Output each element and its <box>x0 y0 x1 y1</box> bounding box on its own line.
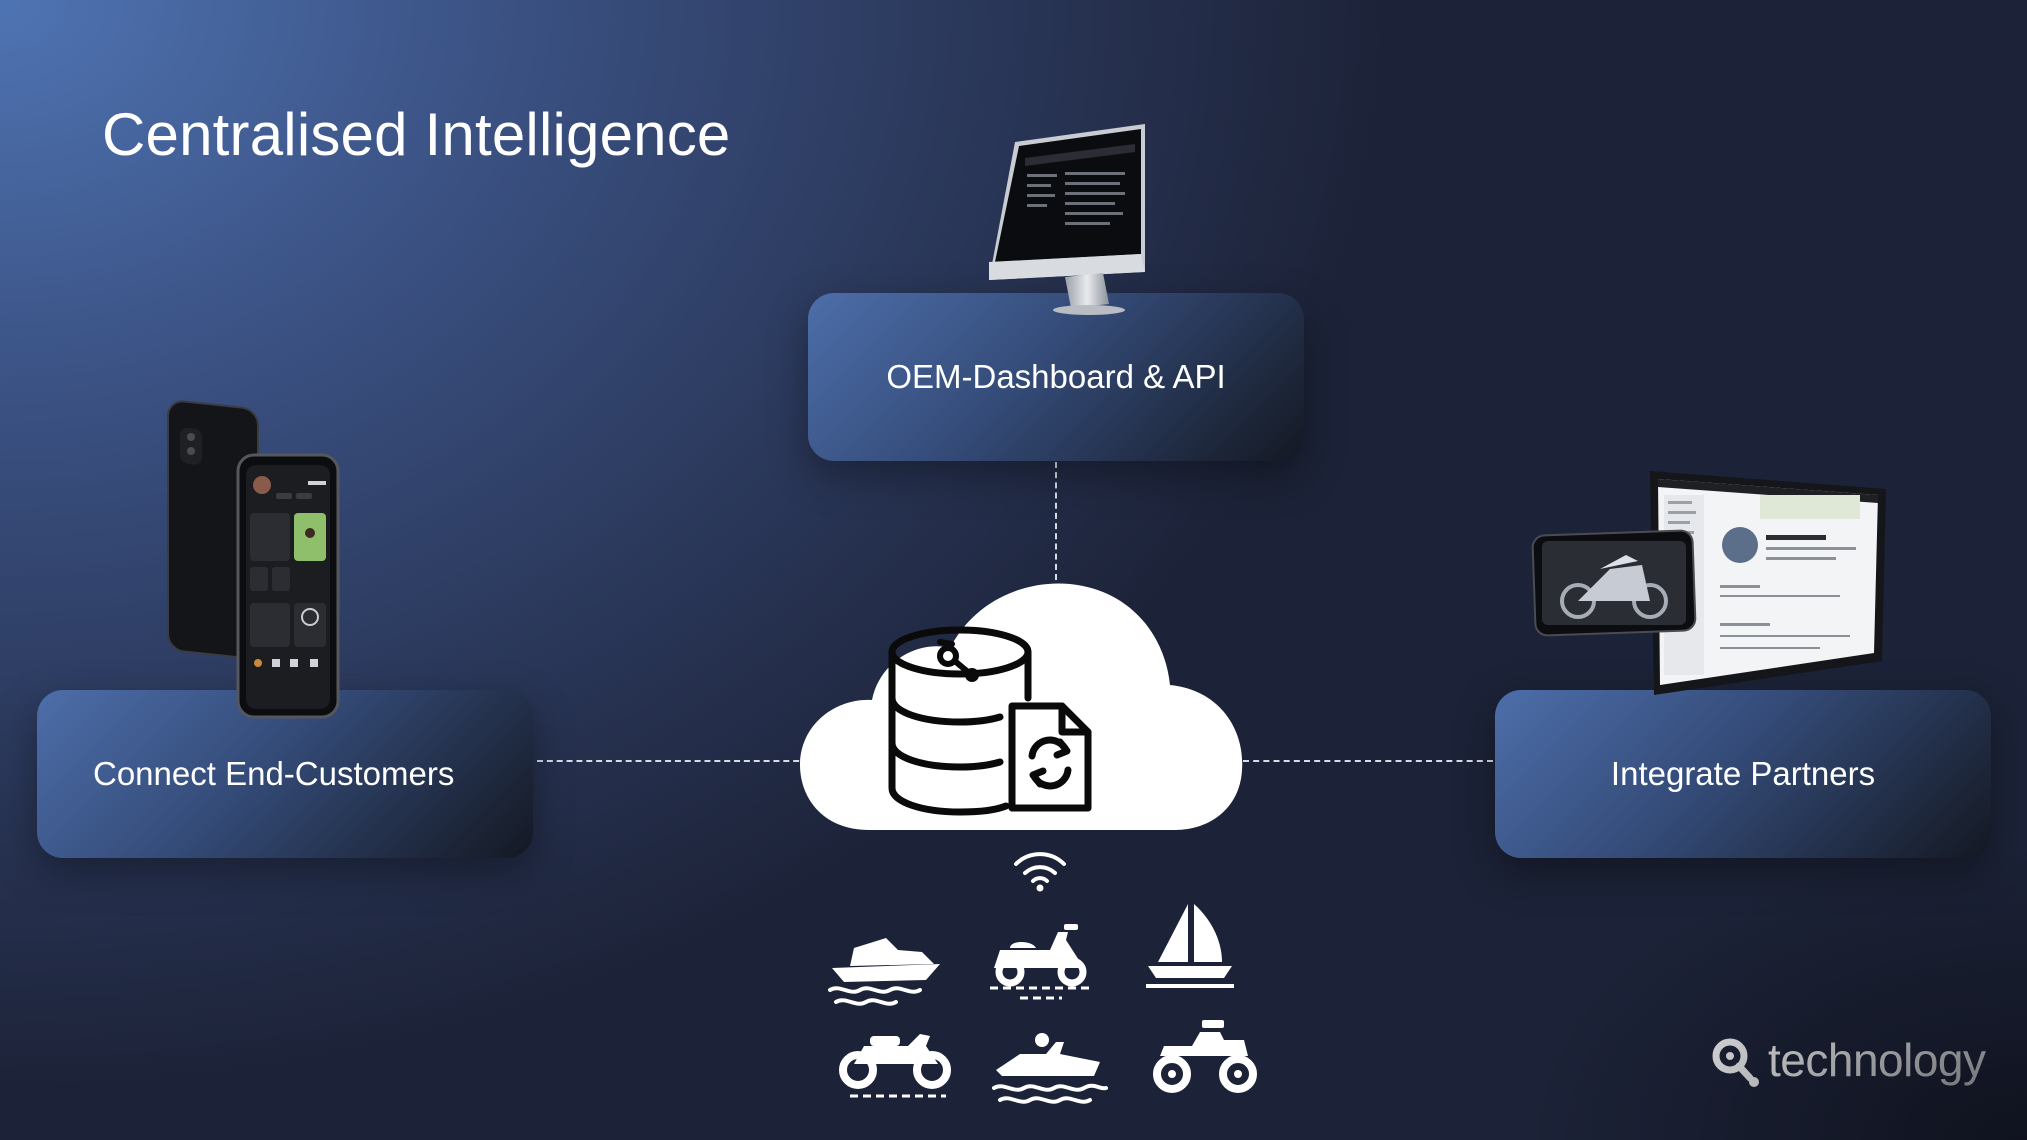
wifi-icon <box>1014 852 1066 892</box>
connector-right <box>1243 760 1493 762</box>
oem-dashboard-label: OEM-Dashboard & API <box>886 358 1226 395</box>
jetski-icon <box>992 1033 1108 1104</box>
oem-dashboard-card: OEM-Dashboard & API <box>808 293 1304 461</box>
connector-top <box>1055 462 1057 580</box>
slide-title: Centralised Intelligence <box>102 101 731 168</box>
vehicle-icons <box>820 900 1280 1110</box>
monitor-icon <box>989 124 1145 315</box>
brand-logo: technology <box>1706 1030 1986 1090</box>
brand-name: technology <box>1768 1034 1986 1086</box>
atv-icon <box>1153 1020 1257 1093</box>
end-customers-card: Connect End-Customers <box>37 690 533 858</box>
partners-label: Integrate Partners <box>1610 755 1876 792</box>
motorcycle-icon <box>839 1034 951 1098</box>
partners-card: Integrate Partners <box>1495 690 1991 858</box>
tablet-icon <box>1531 471 1886 695</box>
cloud-database-sync-icon <box>800 583 1243 830</box>
scooter-icon <box>990 924 1092 1000</box>
brand-mark-icon <box>1712 1038 1759 1087</box>
end-customers-label: Connect End-Customers <box>93 755 455 792</box>
smartphone-icon <box>167 400 340 719</box>
speedboat-icon <box>828 938 940 1006</box>
connector-left <box>537 760 809 762</box>
sailboat-icon <box>1146 904 1234 988</box>
